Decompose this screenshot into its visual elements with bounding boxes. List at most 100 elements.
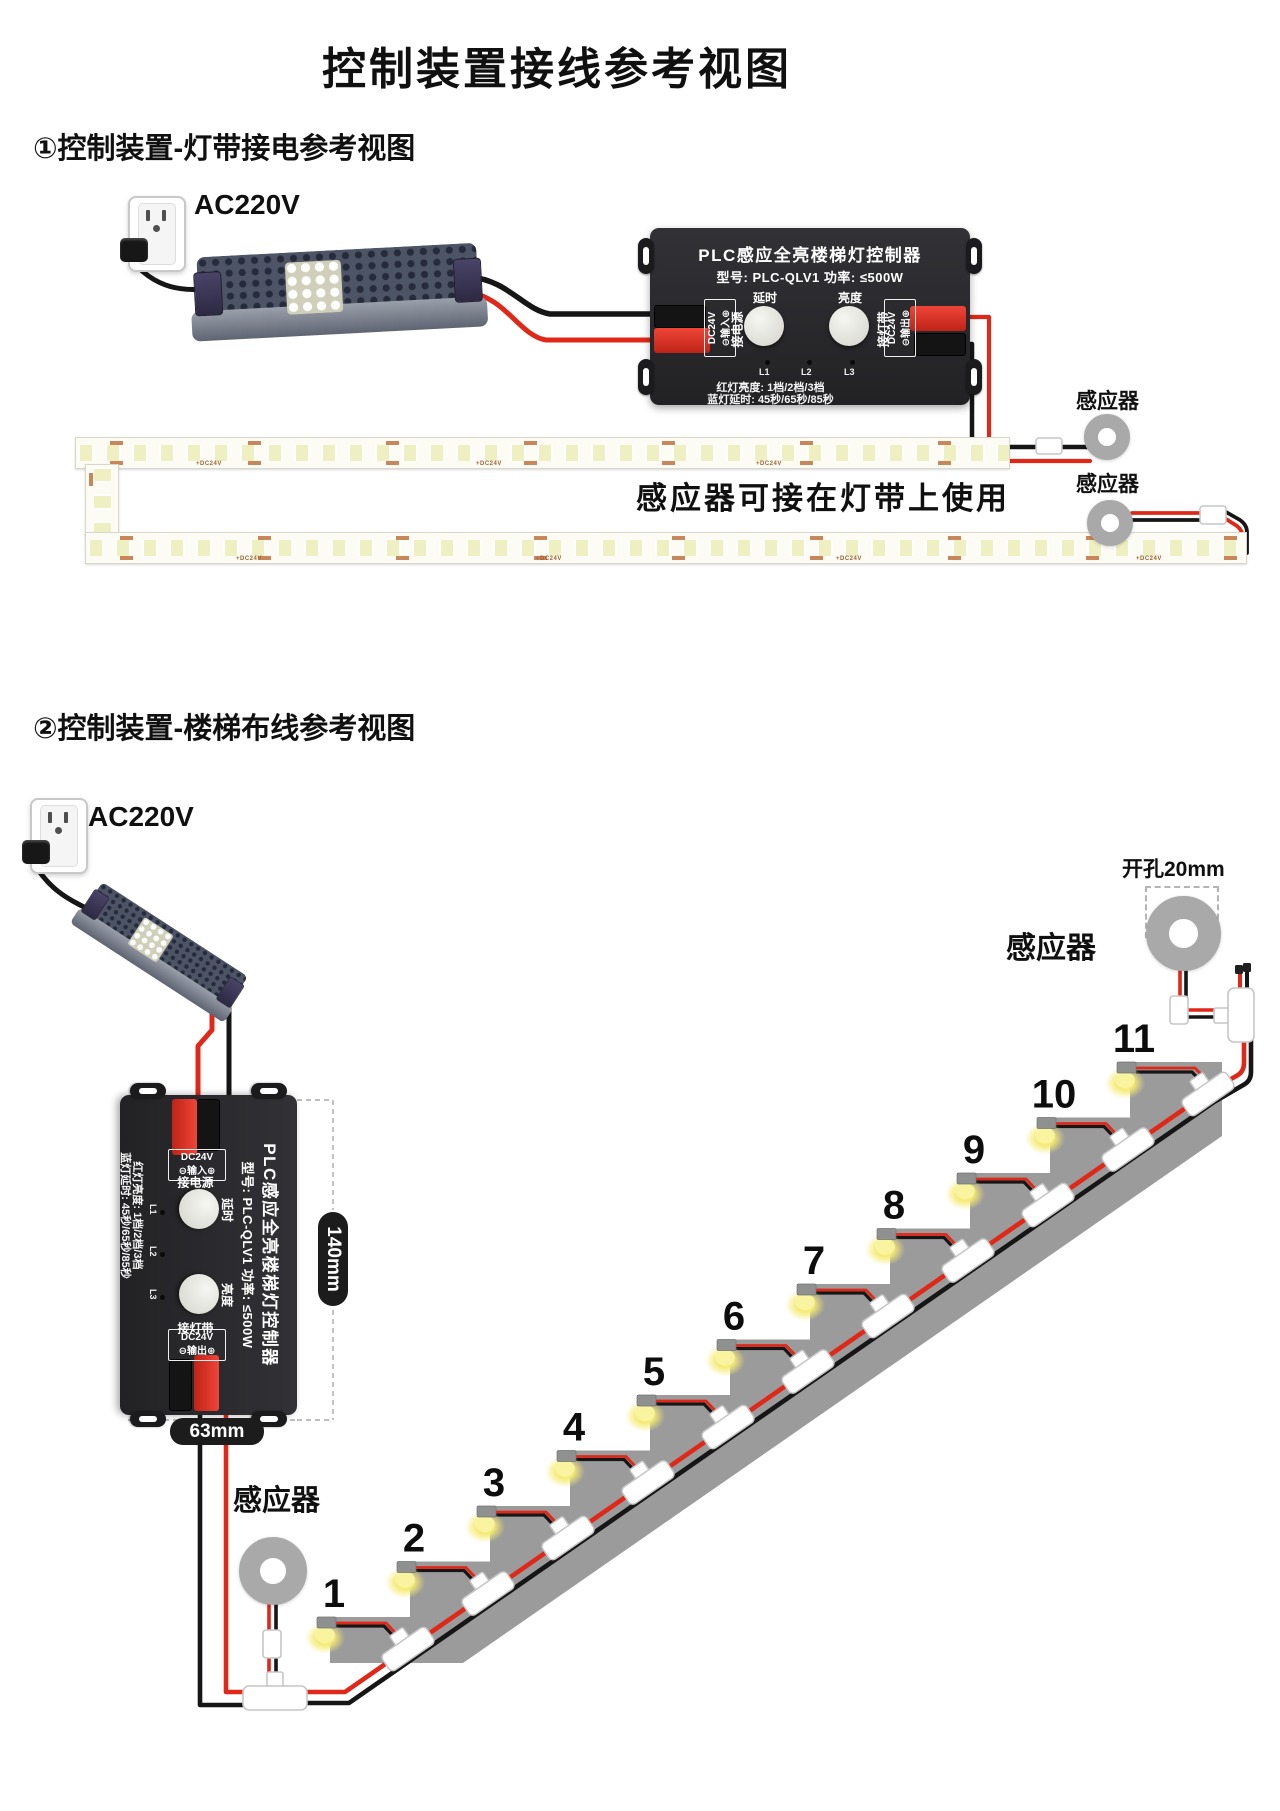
delay-knob-label: 延时	[753, 291, 778, 305]
outlet-slot-icon	[64, 812, 68, 823]
wall-outlet-1	[120, 196, 186, 272]
step-light-core	[315, 1627, 335, 1643]
stair-t-connector	[861, 1293, 915, 1339]
step-light-fixture	[1036, 1117, 1057, 1129]
mounting-ear-icon	[130, 1083, 166, 1099]
psu-terminal-right	[452, 257, 484, 303]
motion-sensor-top	[1146, 896, 1221, 971]
psu-terminal-left	[193, 271, 224, 317]
step-light-core	[395, 1571, 415, 1588]
outlet-slot-icon	[146, 210, 150, 221]
led-indicator	[850, 360, 855, 365]
led-power-supply-1	[193, 242, 484, 330]
step-number: 1	[323, 1572, 345, 1616]
step-light-fixture	[1116, 1061, 1137, 1074]
step-light-fixture	[636, 1394, 657, 1407]
stair-light-controller-1: PLC感应全亮楼梯灯控制器 型号: PLC-QLV1 功率: ≤500W 延时 …	[638, 228, 982, 406]
outlet-ground-icon	[153, 225, 160, 232]
length-dimension-pill: 140mm	[318, 1212, 348, 1306]
output-terminal-black	[169, 1359, 192, 1411]
outlet-slot-icon	[162, 210, 166, 221]
brightness-knob-label: 亮度	[220, 1283, 234, 1308]
bottom-t-connector	[242, 1671, 308, 1711]
section1-outlet-label: AC220V	[194, 189, 300, 220]
step-light-core	[1115, 1072, 1135, 1088]
motion-sensor-bottom	[239, 1537, 307, 1605]
led-indicator	[160, 1252, 165, 1257]
section2-outlet-label: AC220V	[88, 801, 194, 832]
controller-title: PLC感应全亮楼梯灯控制器	[698, 246, 922, 265]
stair-t-connector	[941, 1238, 995, 1283]
strip-marking: +DC24V	[1136, 556, 1162, 562]
page-title: 控制装置接线参考视图	[322, 45, 792, 94]
sensor-connectors	[242, 987, 1255, 1711]
led-indicator	[160, 1210, 165, 1215]
step-light-fixture	[796, 1283, 817, 1296]
controller-title: PLC感应全亮楼梯灯控制器	[260, 1143, 279, 1367]
wall-outlet-2	[22, 798, 88, 874]
step-number: 3	[483, 1461, 505, 1505]
sensor-top-label: 感应器	[1006, 932, 1096, 965]
psu-led-grid	[284, 259, 344, 315]
step-light-core	[475, 1516, 495, 1532]
section2-heading: ②控制装置-楼梯布线参考视图	[33, 713, 416, 745]
led-strip-top: +DC24V +DC24V +DC24V	[75, 437, 1010, 469]
step-light-fixture	[956, 1172, 977, 1185]
staircase-shape	[330, 1062, 1222, 1663]
brightness-knob-label: 亮度	[838, 291, 863, 305]
input-side-label: 接电源	[730, 311, 745, 348]
step-light-fixture	[876, 1228, 897, 1240]
input-terminal-black	[197, 1099, 220, 1151]
output-terminal-red	[194, 1355, 219, 1411]
sensor1-label: 感应器	[1076, 390, 1139, 413]
step-light-core	[875, 1238, 895, 1255]
spec-line-1: 红灯亮度: 1档/2档/3档	[716, 382, 825, 394]
hole-size-label: 开孔20mm	[1122, 858, 1225, 881]
step-number: 10	[1032, 1073, 1077, 1117]
stair-t-connector	[781, 1349, 835, 1394]
delay-knob	[179, 1189, 219, 1229]
mounting-ear-icon	[638, 359, 654, 395]
strip-marking: +DC24V	[836, 556, 862, 562]
mounting-ear-icon	[130, 1411, 166, 1427]
mounting-ear-icon	[638, 238, 654, 274]
output-side-label: 接灯带	[876, 311, 891, 348]
strip-note: 感应器可接在灯带上使用	[636, 481, 1010, 516]
stair-t-connector	[1021, 1182, 1075, 1228]
led-label: L2	[801, 367, 812, 377]
step-number: 2	[403, 1517, 425, 1561]
led-label: L1	[148, 1204, 158, 1215]
step-light-fixture	[476, 1505, 497, 1518]
stair-t-connector	[381, 1626, 435, 1672]
output-terminal-red	[910, 306, 966, 331]
brightness-knob	[829, 306, 869, 346]
step-number: 5	[643, 1350, 665, 1394]
led-strip-corner	[85, 464, 119, 536]
spec-line-2: 蓝灯延时: 45秒/65秒/85秒	[119, 1152, 131, 1279]
psu-led-grid	[127, 916, 174, 963]
input-side-label: 接电源	[177, 1175, 214, 1190]
step-light-core	[955, 1183, 975, 1199]
section1-heading: ①控制装置-灯带接电参考视图	[33, 133, 416, 165]
motion-sensor-1	[1084, 414, 1130, 460]
step-light-fixture	[316, 1616, 337, 1629]
step-number: 11	[1113, 1017, 1155, 1061]
led-label: L3	[844, 367, 855, 377]
input-terminal-red	[654, 328, 710, 353]
strip-marking: +DC24V	[476, 461, 502, 467]
motion-sensor-2	[1087, 500, 1133, 546]
stair-t-connector	[621, 1460, 675, 1505]
step-light-core	[715, 1349, 735, 1366]
step-light-core	[555, 1460, 575, 1477]
outlet-slot-icon	[48, 812, 52, 823]
step-light-core	[795, 1294, 815, 1310]
step-light-core	[1035, 1127, 1055, 1144]
strip-marking: +DC24V	[536, 556, 562, 562]
controller-model: 型号: PLC-QLV1 功率: ≤500W	[240, 1161, 255, 1349]
step-number: 8	[883, 1184, 905, 1228]
stair-t-connector	[1101, 1127, 1155, 1172]
step-number: 4	[563, 1406, 586, 1450]
stair-light-controller-2: PLC感应全亮楼梯灯控制器 型号: PLC-QLV1 功率: ≤500W 延时 …	[119, 1083, 297, 1427]
strip-marking: +DC24V	[236, 556, 262, 562]
